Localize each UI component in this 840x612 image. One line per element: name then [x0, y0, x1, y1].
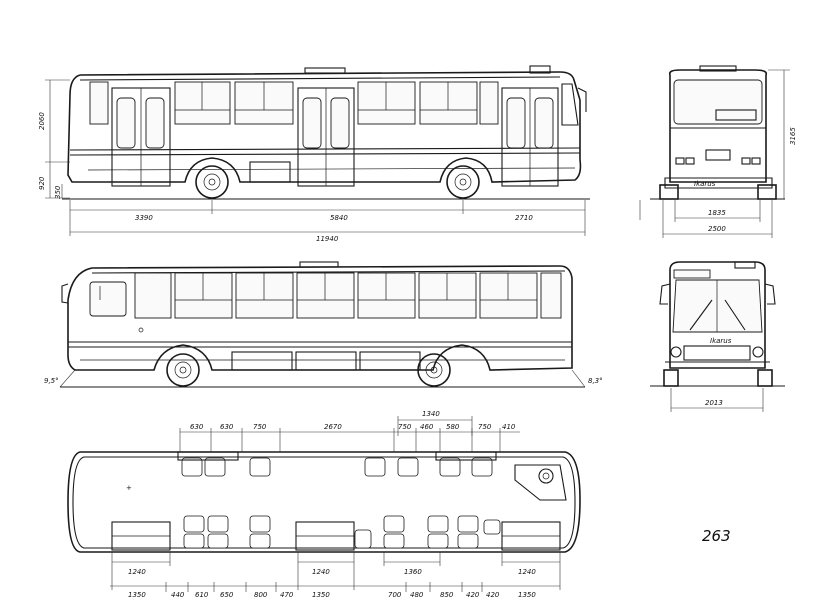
front-view-dimensions: 2013: [670, 388, 764, 412]
dim-top-upper: 1340: [422, 410, 440, 418]
dim-body-height: 2060: [38, 112, 46, 130]
front-badge: Ikarus: [710, 337, 732, 345]
door-rear: [111, 87, 171, 187]
dim-bottom-4: 800: [254, 591, 268, 599]
dim-top-2: 630: [220, 423, 234, 431]
rear-badge: Ikarus: [694, 180, 716, 188]
dim-door-mid-upper: 1360: [404, 568, 422, 576]
dim-door-rear-width: 1240: [518, 568, 536, 576]
dim-bottom-5: 470: [280, 591, 294, 599]
front-wheel: [446, 165, 480, 199]
floor-plan: +: [67, 451, 581, 553]
rear-wheel: [195, 165, 229, 199]
dim-top-4: 2670: [324, 423, 342, 431]
sheet-number: 263: [702, 527, 731, 545]
floor-plan-dimensions: 1340 630 630 750 2670 750 460 580 750 41…: [110, 410, 561, 599]
dim-bottom-1: 440: [171, 591, 185, 599]
side-view-dimensions: 3390 5840 2710 11940 2060 920 350: [38, 79, 586, 243]
dim-ground-clearance: 350: [54, 185, 62, 199]
dim-overall-width: 2500: [708, 225, 726, 233]
dim-top-7: 580: [446, 423, 460, 431]
dim-overall-height: 3165: [789, 127, 797, 145]
dim-top-1: 630: [190, 423, 204, 431]
dim-floor-height: 920: [38, 176, 46, 190]
dim-door-middle-width: 1240: [312, 568, 330, 576]
angle-departure: 8,3°: [588, 377, 603, 385]
dim-door-front-total: 1350: [128, 591, 146, 599]
door-middle: [297, 87, 355, 187]
side-view-left: 9,5° 8,3°: [44, 261, 603, 388]
front-view: Ikarus: [650, 261, 785, 387]
dim-bottom-7: 480: [410, 591, 424, 599]
dim-wheelbase: 5840: [330, 214, 348, 222]
door-front: [501, 87, 559, 187]
dim-bottom-10: 420: [486, 591, 500, 599]
rear-view-dimensions: 3165 1835 2500: [639, 69, 797, 238]
dim-overhang-rear: 2710: [515, 214, 533, 222]
dim-top-3: 750: [253, 423, 267, 431]
dim-door-front-width: 1240: [128, 568, 146, 576]
rear-view: Ikarus: [650, 65, 785, 200]
dim-front-track: 2013: [705, 399, 723, 407]
dim-top-9: 410: [502, 423, 516, 431]
dim-top-6: 460: [420, 423, 434, 431]
dim-bottom-2: 610: [195, 591, 209, 599]
dim-rear-track: 1835: [708, 209, 726, 217]
dim-door-rear-total: 1350: [518, 591, 536, 599]
dim-bottom-6: 700: [388, 591, 402, 599]
side-view-right: [62, 65, 590, 200]
dim-door-middle-total: 1350: [312, 591, 330, 599]
dim-top-5: 750: [398, 423, 412, 431]
angle-approach: 9,5°: [44, 377, 59, 385]
dim-overhang-front: 3390: [135, 214, 153, 222]
dim-top-8: 750: [478, 423, 492, 431]
dim-bottom-3: 650: [220, 591, 234, 599]
dim-overall-length: 11940: [316, 235, 339, 243]
svg-text:+: +: [126, 484, 132, 492]
dim-bottom-9: 420: [466, 591, 480, 599]
dim-bottom-8: 850: [440, 591, 454, 599]
